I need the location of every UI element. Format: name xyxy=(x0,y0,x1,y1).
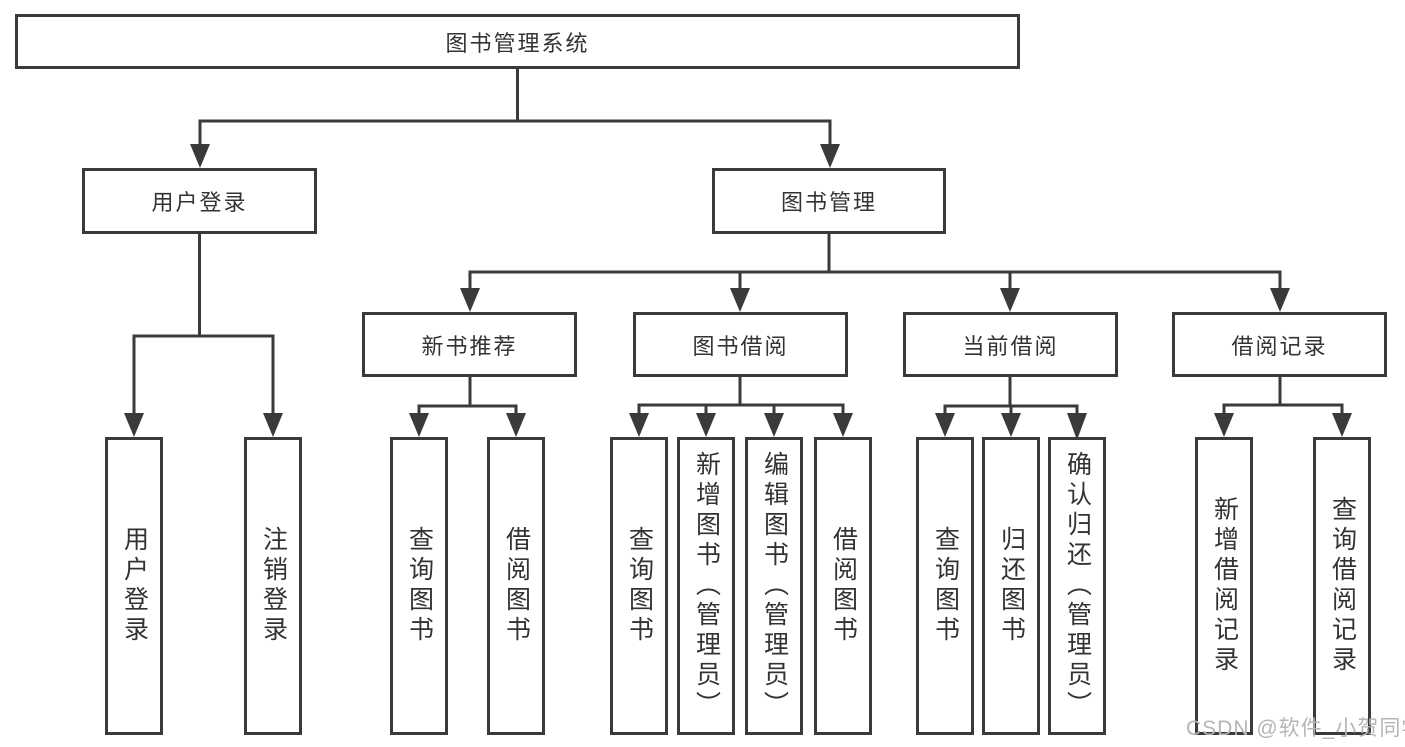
leaf-label: 查询图书 xyxy=(405,526,434,646)
leaf-query-books: 查询图书 xyxy=(916,437,974,735)
leaf-label: 用户登录 xyxy=(120,526,149,646)
leaf-logout: 注销登录 xyxy=(244,437,302,735)
leaf-label: 新增借阅记录 xyxy=(1210,496,1239,676)
leaf-label: 查询图书 xyxy=(625,526,654,646)
node-label: 借阅记录 xyxy=(1231,333,1328,359)
edges-book-management xyxy=(460,232,1290,312)
leaf-add-borrow-record: 新增借阅记录 xyxy=(1195,437,1253,735)
leaf-confirm-return-admin: 确认归还（管理员） xyxy=(1048,437,1106,735)
leaf-label: 编辑图书（管理员） xyxy=(760,451,789,721)
node-label: 当前借阅 xyxy=(962,333,1059,359)
node-label: 图书借阅 xyxy=(692,333,789,359)
csdn-watermark: CSDN @软件_小贺同学 xyxy=(1186,717,1405,740)
leaf-query-books: 查询图书 xyxy=(610,437,668,735)
leaf-label: 借阅图书 xyxy=(829,526,858,646)
node-user-login: 用户登录 xyxy=(82,168,317,234)
node-book-management: 图书管理 xyxy=(712,168,946,234)
leaf-borrow-books: 借阅图书 xyxy=(814,437,872,735)
leaf-label: 查询借阅记录 xyxy=(1328,496,1357,676)
node-library-management-system: 图书管理系统 xyxy=(15,14,1020,69)
leaf-return-books: 归还图书 xyxy=(982,437,1040,735)
edges-book-borrowing xyxy=(629,375,853,437)
node-label: 新书推荐 xyxy=(421,333,518,359)
leaf-borrow-books: 借阅图书 xyxy=(487,437,545,735)
leaf-user-login: 用户登录 xyxy=(105,437,163,735)
leaf-label: 注销登录 xyxy=(259,526,288,646)
node-label: 用户登录 xyxy=(151,190,248,215)
edges-new-book-recommend xyxy=(409,375,526,437)
leaf-query-books: 查询图书 xyxy=(390,437,448,735)
leaf-add-books-admin: 新增图书（管理员） xyxy=(677,437,735,735)
edges-current-borrowing xyxy=(935,375,1087,440)
node-current-borrowing: 当前借阅 xyxy=(903,312,1118,377)
leaf-label: 归还图书 xyxy=(997,526,1026,646)
leaf-query-borrow-record: 查询借阅记录 xyxy=(1313,437,1371,735)
node-new-book-recommend: 新书推荐 xyxy=(362,312,577,377)
leaf-edit-books-admin: 编辑图书（管理员） xyxy=(745,437,803,735)
leaf-label: 查询图书 xyxy=(931,526,960,646)
node-book-borrowing: 图书借阅 xyxy=(633,312,848,377)
edges-user-login xyxy=(124,232,283,437)
node-label: 图书管理 xyxy=(780,190,877,215)
leaf-label: 借阅图书 xyxy=(502,526,531,646)
node-label: 图书管理系统 xyxy=(445,30,590,56)
edges-borrowing-records xyxy=(1214,375,1352,437)
node-borrowing-records: 借阅记录 xyxy=(1172,312,1387,377)
leaf-label: 确认归还（管理员） xyxy=(1063,451,1092,721)
leaf-label: 新增图书（管理员） xyxy=(692,451,721,721)
edges-root xyxy=(190,67,840,168)
